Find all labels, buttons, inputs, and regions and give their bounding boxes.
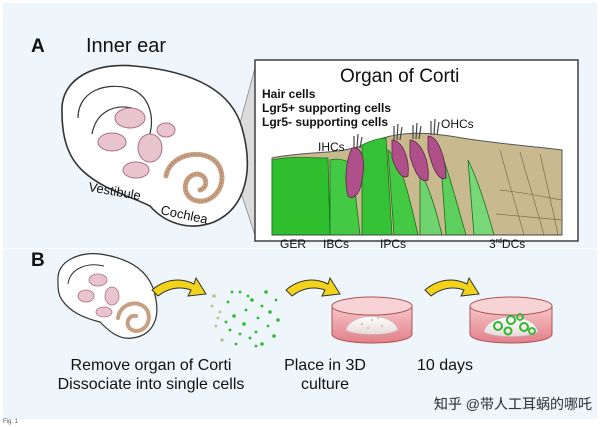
legend-lgr5-positive: Lgr5+ supporting cells bbox=[262, 101, 391, 115]
step-2-line-2: culture bbox=[301, 376, 349, 393]
cell-dot bbox=[226, 300, 230, 304]
figure-caption: Fig. 1 bbox=[3, 419, 19, 425]
cell-dot bbox=[266, 324, 270, 328]
inner-ear-small bbox=[57, 253, 158, 339]
cell-dot bbox=[268, 310, 272, 314]
cell-dot bbox=[216, 316, 220, 320]
ibcs-label: IBCs bbox=[323, 237, 349, 251]
inner-ear-title: Inner ear bbox=[86, 35, 166, 57]
legend-hair-cells: Hair cells bbox=[262, 87, 316, 101]
cell-dot bbox=[220, 338, 224, 342]
cell-dot bbox=[244, 308, 248, 312]
ohcs-label: OHCs bbox=[441, 117, 474, 131]
cell-dot bbox=[264, 290, 268, 294]
cell-dot bbox=[272, 334, 276, 338]
cell-dot bbox=[254, 330, 258, 334]
cell-dot bbox=[274, 298, 278, 302]
cell-dot bbox=[224, 320, 228, 324]
cell-dot bbox=[238, 332, 242, 336]
organ-of-corti-cross-section bbox=[271, 118, 563, 236]
panel-b-letter: B bbox=[31, 250, 45, 271]
ipcs-label: IPCs bbox=[380, 237, 406, 251]
cell-dot bbox=[260, 342, 264, 346]
cell-dot bbox=[234, 342, 238, 346]
culture-dish-1 bbox=[331, 296, 413, 344]
ihcs-label: IHCs bbox=[318, 140, 345, 154]
dissociated-cells bbox=[210, 290, 280, 348]
cell-dot bbox=[276, 318, 280, 322]
organ-of-corti-title: Organ of Corti bbox=[340, 66, 459, 87]
cell-dot bbox=[246, 294, 250, 298]
cell-dot bbox=[260, 304, 264, 308]
step-2-line-1: Place in 3D bbox=[284, 357, 366, 374]
cell-dot bbox=[238, 290, 242, 294]
cell-dot bbox=[232, 314, 236, 318]
arrow-3-icon bbox=[424, 276, 480, 297]
dcs-label-sup: rd bbox=[496, 238, 502, 245]
cell-dot bbox=[254, 344, 258, 348]
legend-lgr5-negative: Lgr5- supporting cells bbox=[262, 115, 388, 129]
cell-dot bbox=[210, 304, 214, 308]
dcs-label-num: 3 bbox=[489, 237, 496, 251]
cell-dot bbox=[228, 328, 232, 332]
panel-a-letter: A bbox=[31, 36, 45, 57]
dcs-label-tail: DCs bbox=[502, 237, 525, 251]
cell-dot bbox=[230, 290, 234, 294]
arrow-2-icon bbox=[285, 276, 341, 297]
watermark: 知乎 @带人工耳蜗的哪吒 bbox=[434, 396, 592, 412]
cell-dot bbox=[248, 336, 252, 340]
step-1-line-1: Remove organ of Corti bbox=[71, 357, 232, 374]
cell-dot bbox=[214, 324, 218, 328]
cell-dot bbox=[212, 294, 216, 298]
cell-dot bbox=[218, 310, 222, 314]
ger-label: GER bbox=[280, 237, 306, 251]
cell-dot bbox=[242, 322, 246, 326]
arrow-1-icon bbox=[151, 276, 207, 297]
cell-dot bbox=[256, 316, 260, 320]
dcs-label: 3rdDCs bbox=[489, 237, 525, 251]
culture-dish-2 bbox=[469, 296, 553, 344]
step-1-line-2: Dissociate into single cells bbox=[58, 376, 245, 393]
inner-ear-illustration bbox=[61, 64, 256, 236]
step-3-line-1: 10 days bbox=[417, 357, 473, 374]
cell-dot bbox=[250, 298, 254, 302]
